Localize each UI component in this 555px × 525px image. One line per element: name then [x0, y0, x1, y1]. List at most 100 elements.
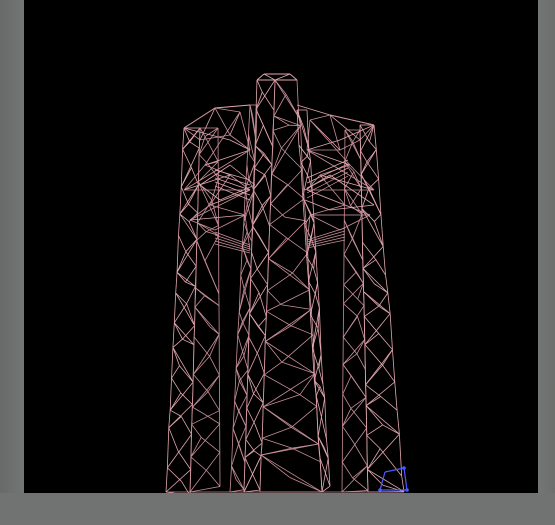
mesh-edge: [244, 426, 247, 463]
mesh-edge: [238, 275, 242, 312]
mesh-edge: [179, 365, 194, 383]
mesh-edge: [183, 107, 216, 129]
mesh-edge: [273, 115, 301, 126]
mesh-edge: [364, 333, 379, 345]
mesh-edge: [270, 203, 286, 218]
mesh-edge: [237, 334, 245, 357]
mesh-edge: [254, 424, 263, 444]
mesh-edge: [199, 134, 231, 141]
mesh-edge: [302, 160, 311, 198]
mesh-edge: [191, 424, 202, 438]
mesh-edge: [209, 326, 220, 335]
mesh-edge: [248, 307, 251, 336]
3d-viewport[interactable]: [24, 0, 538, 493]
mesh-edge: [401, 475, 405, 492]
mesh-edge: [373, 124, 377, 150]
selected-edge[interactable]: [379, 471, 386, 491]
mesh-edge: [307, 156, 311, 161]
mesh-edge: [350, 408, 367, 429]
mesh-edge: [268, 237, 287, 260]
mesh-edge: [306, 109, 310, 149]
mesh-edge: [180, 392, 193, 405]
mesh-edge: [365, 364, 383, 386]
mesh-edge: [317, 282, 320, 309]
mesh-edge: [312, 328, 319, 349]
selected-vertex[interactable]: [402, 466, 406, 470]
mesh-edge: [192, 406, 206, 415]
mesh-edge: [309, 214, 341, 231]
mesh-edge: [365, 396, 381, 407]
mesh-edge: [265, 341, 283, 363]
mesh-edge: [168, 410, 171, 428]
mesh-edge: [398, 434, 403, 477]
mesh-edge: [319, 458, 323, 493]
mesh-edge: [189, 219, 216, 231]
mesh-edge: [189, 486, 221, 493]
mesh-edge: [241, 246, 248, 261]
mesh-edge: [261, 195, 272, 206]
mesh-edge: [250, 278, 260, 293]
mesh-edge: [199, 107, 216, 141]
mesh-edge: [188, 184, 199, 205]
mesh-edge: [318, 368, 324, 385]
mesh-edge: [234, 368, 237, 402]
mesh-edge: [262, 437, 293, 449]
mesh-edge: [281, 304, 312, 310]
mesh-edge: [214, 237, 251, 250]
mesh-edge: [243, 355, 249, 371]
wireframe-mesh-canvas[interactable]: [24, 0, 538, 493]
mesh-edge: [272, 124, 290, 131]
mesh-edge: [292, 252, 309, 274]
mesh-edge: [329, 204, 375, 211]
mesh-edge: [317, 307, 320, 329]
mesh-edge: [306, 139, 341, 151]
mesh-edge: [274, 79, 287, 95]
selected-vertex[interactable]: [405, 488, 409, 492]
mesh-edge: [360, 150, 362, 175]
mesh-edge: [268, 224, 271, 259]
mesh-edge: [238, 411, 247, 427]
mesh-edge: [350, 375, 367, 398]
mesh-edge: [231, 443, 240, 467]
selected-vertex-handles[interactable]: [378, 466, 409, 492]
mesh-edge: [344, 188, 351, 206]
mesh-edge: [304, 224, 308, 257]
selected-edge[interactable]: [403, 467, 408, 491]
mesh-edge: [300, 162, 310, 179]
mesh-edge: [252, 189, 263, 206]
mesh-edge: [366, 149, 377, 163]
mesh-edge: [362, 246, 384, 269]
mesh-edge: [175, 292, 187, 305]
mesh-edge: [304, 174, 331, 191]
mesh-edge: [243, 462, 246, 490]
selected-edge[interactable]: [384, 467, 405, 473]
mesh-edge: [192, 334, 220, 375]
mesh-edge: [204, 260, 220, 294]
mesh-edge: [256, 268, 268, 285]
mesh-edge: [375, 259, 386, 276]
mesh-edge: [320, 413, 327, 440]
mesh-edge: [378, 292, 389, 307]
mesh-edge: [232, 411, 239, 429]
mesh-edge: [246, 134, 249, 166]
mesh-edge: [374, 283, 389, 294]
mesh-edge: [385, 274, 389, 293]
selected-vertex[interactable]: [378, 488, 382, 492]
mesh-edge: [263, 73, 276, 81]
mesh-edge: [299, 373, 316, 395]
mesh-edge: [267, 258, 269, 291]
mesh-edge: [214, 173, 251, 186]
mesh-edge: [194, 288, 197, 308]
mesh-edge: [260, 438, 263, 456]
mesh-edge: [176, 239, 198, 273]
mesh-edge: [167, 467, 182, 482]
mesh-edge: [366, 161, 379, 180]
mesh-edge: [185, 251, 197, 267]
mesh-edge: [360, 161, 368, 175]
mesh-edge: [269, 224, 287, 239]
mesh-edge: [326, 439, 329, 459]
mesh-edge: [365, 349, 393, 386]
mesh-edge: [378, 333, 393, 350]
mesh-edge: [243, 268, 252, 289]
mesh-edge: [362, 259, 377, 269]
